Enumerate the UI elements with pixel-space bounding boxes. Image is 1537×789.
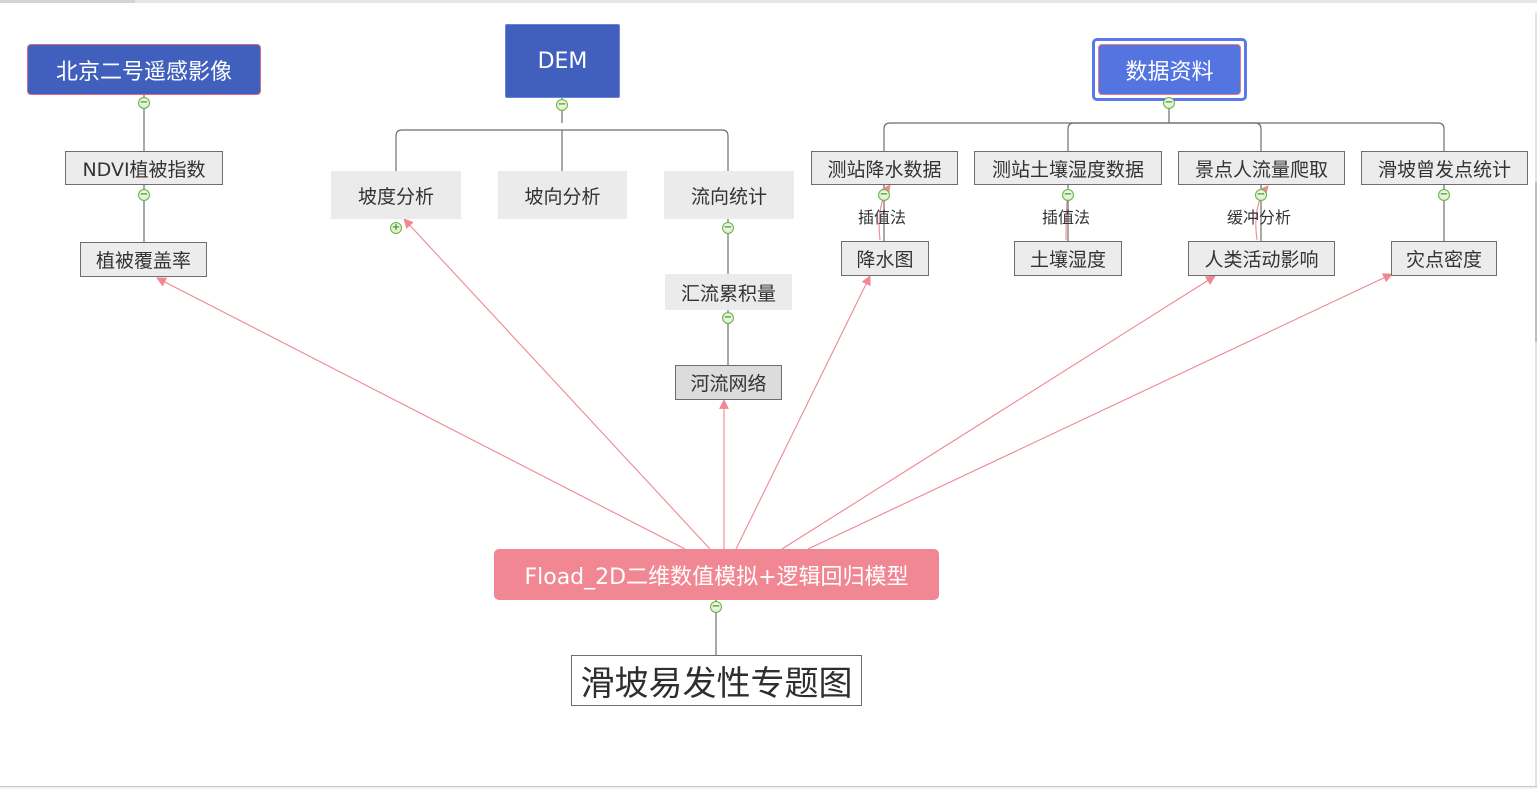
node-label: 滑坡易发性专题图	[580, 664, 853, 704]
node-label: 数据资料	[1125, 59, 1214, 85]
node-label: DEM	[537, 48, 588, 74]
horizontal-scrollbar[interactable]	[0, 786, 1537, 789]
node-rain[interactable]: 测站降水数据	[811, 151, 958, 185]
edge-label-soil: 插值法	[1042, 208, 1091, 227]
node-label: 降水图	[856, 249, 914, 271]
node-label: Fload_2D二维数值模拟+逻辑回归模型	[524, 564, 909, 590]
node-label: 测站降水数据	[827, 158, 942, 181]
node-label: 测站土壤湿度数据	[991, 158, 1144, 181]
connector-dem-slope	[395, 129, 562, 171]
horizontal-scroll-thumb[interactable]	[19, 787, 271, 789]
collapse-toggle-icon[interactable]: −	[556, 99, 568, 111]
node-label: 坡度分析	[357, 185, 434, 208]
node-label: 灾点密度	[1405, 249, 1482, 271]
node-label: 汇流累积量	[680, 282, 776, 305]
root-node-beijing2[interactable]: 北京二号遥感影像	[27, 44, 261, 95]
node-aspect[interactable]: 坡向分析	[498, 171, 627, 219]
collapse-toggle-icon[interactable]: −	[710, 601, 722, 613]
relation-arrow-human	[781, 275, 1216, 550]
edge-label-rain: 插值法	[858, 208, 907, 227]
collapse-toggle-icon[interactable]: −	[1062, 189, 1074, 201]
connector-dem-flowdir	[562, 129, 729, 171]
final-output-node[interactable]: 滑坡易发性专题图	[571, 655, 862, 706]
relation-arrow-slope	[403, 218, 711, 550]
node-label: 流向统计	[690, 185, 767, 208]
node-label: 植被覆盖率	[95, 250, 191, 272]
node-label: NDVI植被指数	[82, 158, 206, 181]
node-density[interactable]: 灾点密度	[1391, 241, 1497, 276]
collapse-toggle-icon[interactable]: −	[138, 97, 150, 109]
model-node[interactable]: Fload_2D二维数值模拟+逻辑回归模型	[494, 549, 939, 600]
root-node-data[interactable]: 数据资料	[1098, 44, 1241, 95]
node-tourist[interactable]: 景点人流量爬取	[1178, 151, 1345, 185]
node-flowdir[interactable]: 流向统计	[664, 171, 794, 219]
node-landslide[interactable]: 滑坡曾发点统计	[1361, 151, 1528, 185]
node-label: 土壤湿度	[1029, 249, 1106, 271]
relation-arrow-density	[807, 273, 1393, 550]
node-human[interactable]: 人类活动影响	[1188, 241, 1335, 276]
node-rainmap[interactable]: 降水图	[841, 241, 929, 276]
node-soil[interactable]: 测站土壤湿度数据	[974, 151, 1162, 185]
node-flowacc[interactable]: 汇流累积量	[665, 274, 792, 310]
node-label: 北京二号遥感影像	[55, 59, 232, 85]
collapse-toggle-icon[interactable]: −	[878, 189, 890, 201]
vertical-scrollbar[interactable]	[1535, 12, 1537, 787]
node-slope[interactable]: 坡度分析	[331, 171, 461, 219]
connector-data-landslide	[1169, 122, 1445, 151]
vertical-scroll-thumb[interactable]	[1535, 182, 1537, 342]
expand-toggle-icon[interactable]: +	[390, 222, 402, 234]
node-label: 坡向分析	[524, 185, 601, 208]
top-scroll-thumb[interactable]	[0, 0, 135, 3]
node-label: 滑坡曾发点统计	[1377, 158, 1511, 181]
node-ndvi[interactable]: NDVI植被指数	[65, 151, 223, 185]
root-node-dem[interactable]: DEM	[505, 24, 620, 98]
node-label: 景点人流量爬取	[1194, 158, 1328, 181]
collapse-toggle-icon[interactable]: −	[722, 222, 734, 234]
top-scroll-track	[0, 0, 1537, 3]
node-river[interactable]: 河流网络	[675, 365, 782, 400]
node-soilmoist[interactable]: 土壤湿度	[1014, 241, 1122, 276]
collapse-toggle-icon[interactable]: −	[722, 312, 734, 324]
edge-label-tourist: 缓冲分析	[1227, 208, 1292, 227]
connector-data-tourist	[1169, 122, 1262, 151]
collapse-toggle-icon[interactable]: −	[138, 189, 150, 201]
connector-data-soil	[1067, 122, 1169, 151]
collapse-toggle-icon[interactable]: −	[1163, 97, 1175, 109]
collapse-toggle-icon[interactable]: −	[1255, 189, 1267, 201]
connector-data-rain	[883, 122, 1169, 151]
collapse-toggle-icon[interactable]: −	[1438, 189, 1450, 201]
node-vegcover[interactable]: 植被覆盖率	[80, 242, 207, 277]
node-label: 河流网络	[690, 373, 767, 395]
node-label: 人类活动影响	[1204, 249, 1319, 271]
relation-arrow-vegcover	[156, 277, 686, 550]
relation-arrow-rainmap	[735, 275, 871, 550]
